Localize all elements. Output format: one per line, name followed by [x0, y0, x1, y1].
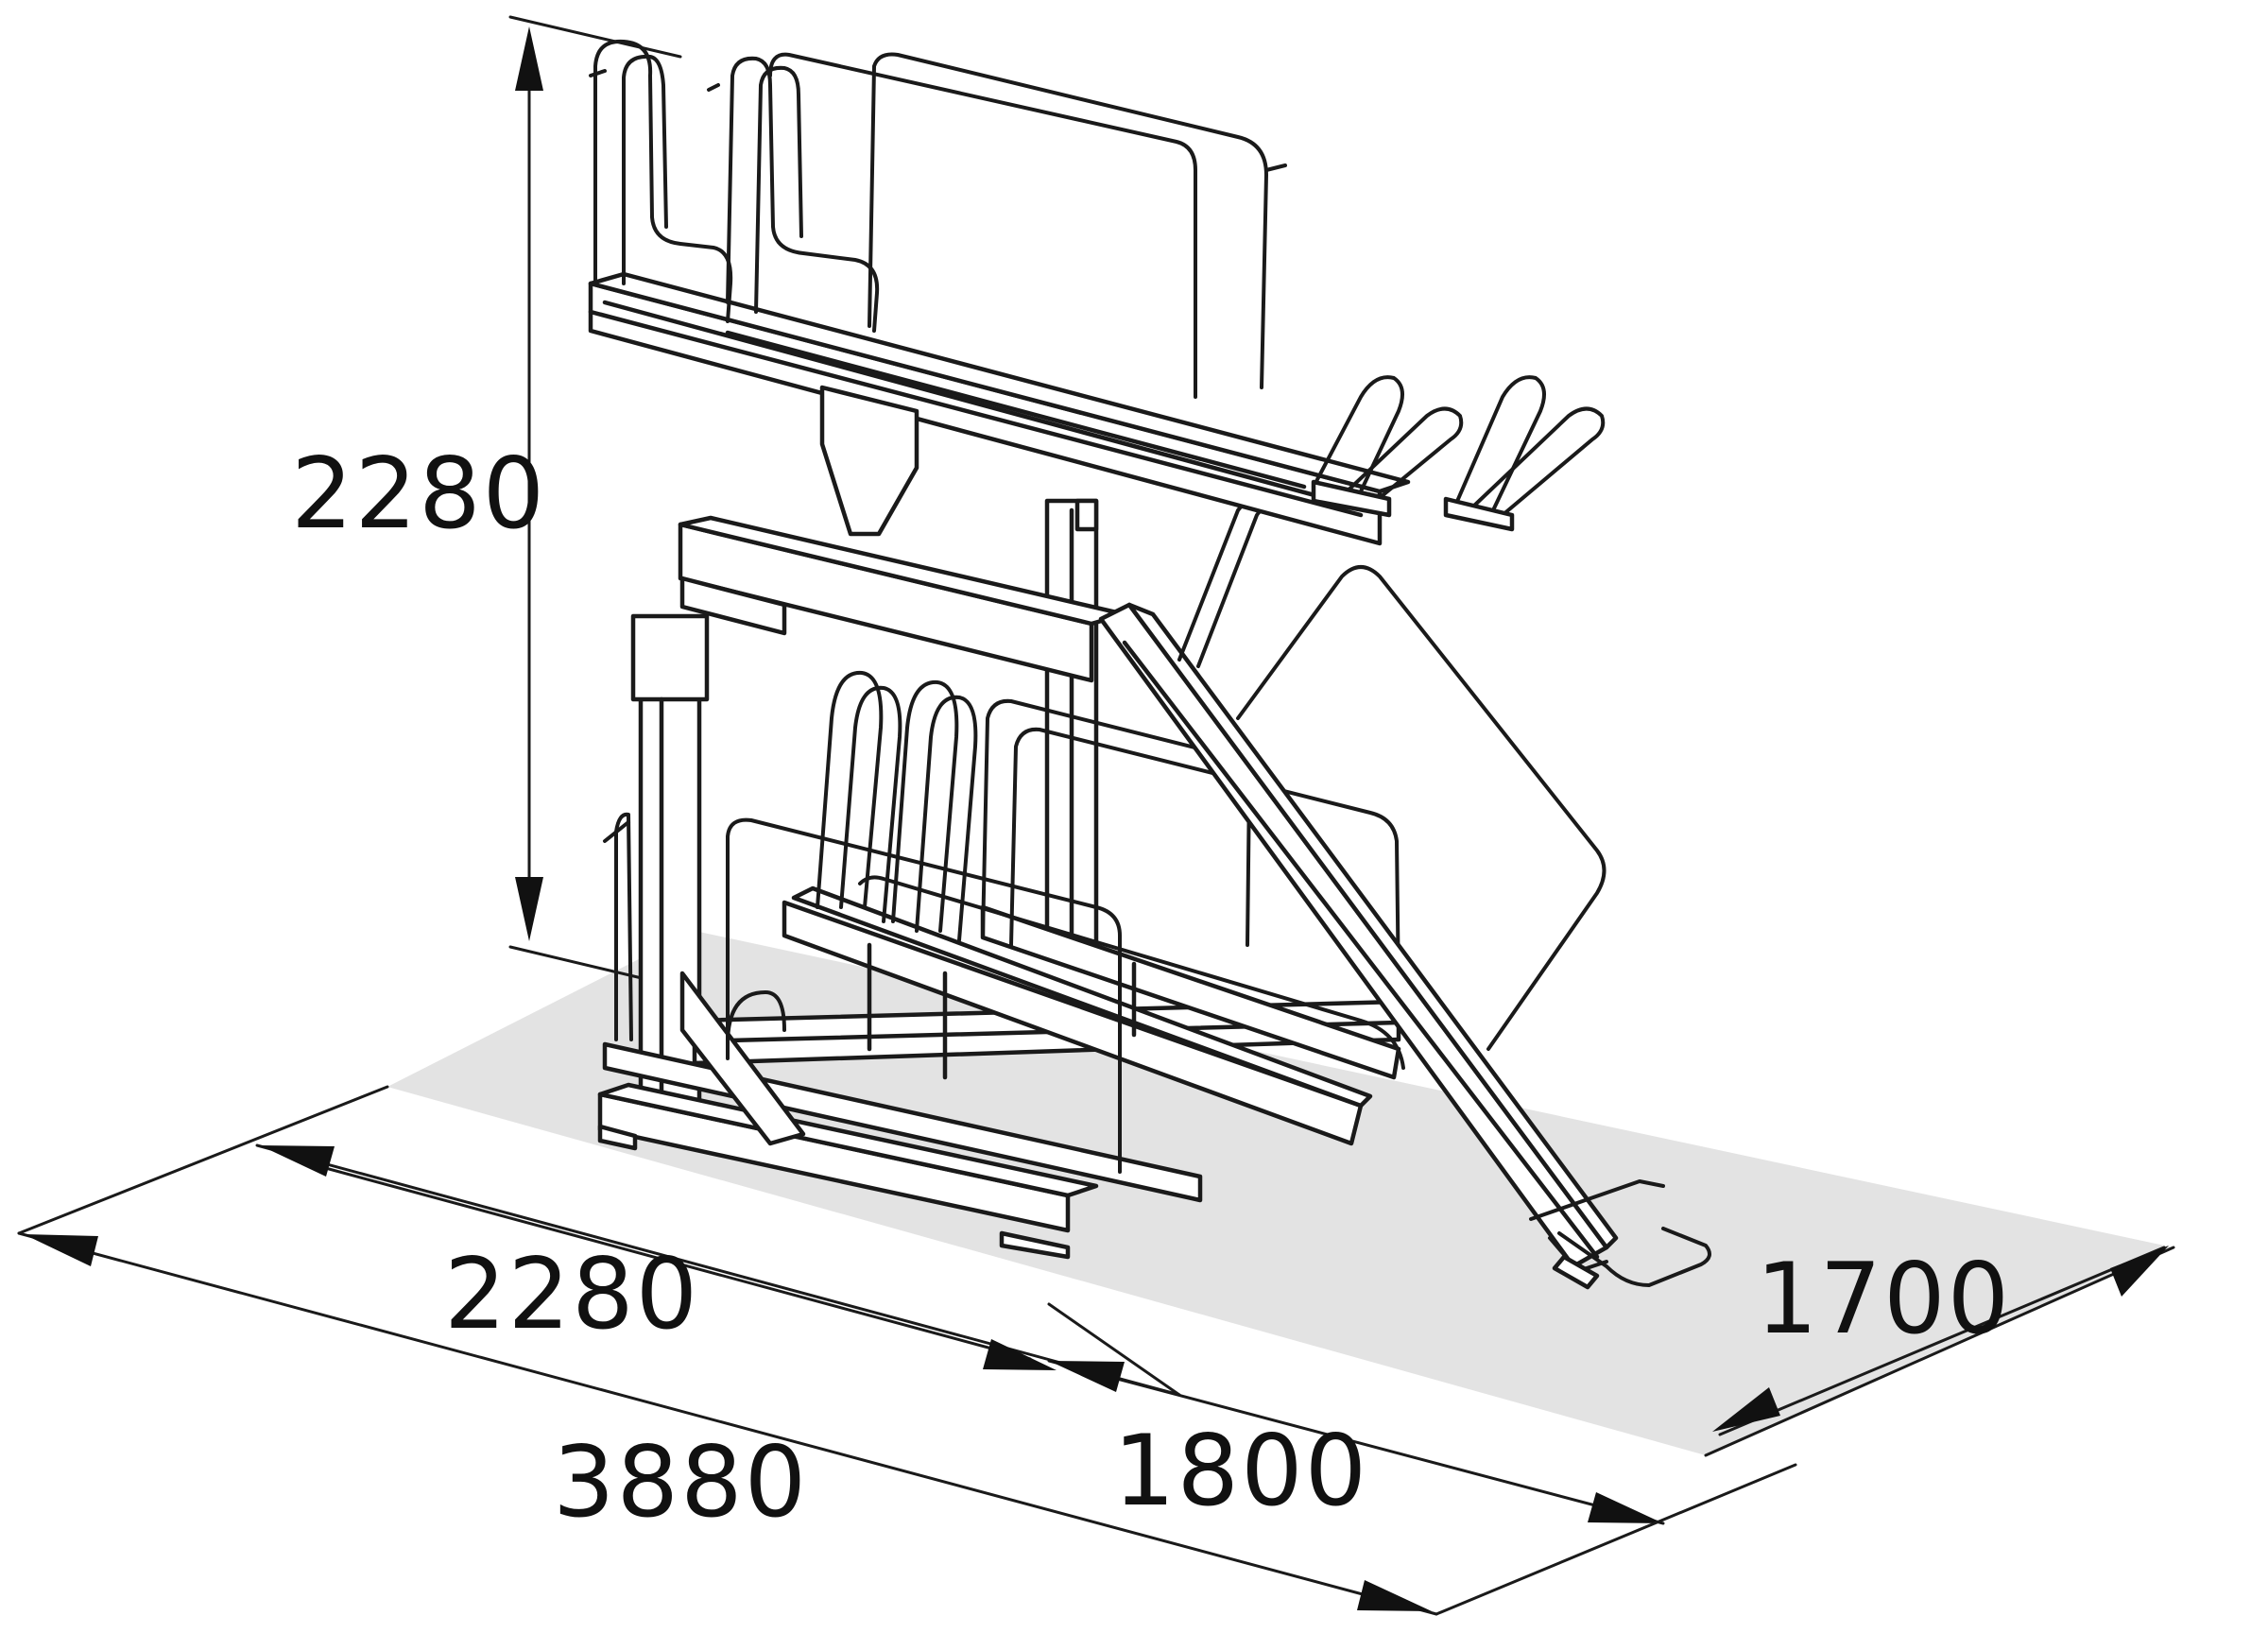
lower-left-tray: [602, 971, 1203, 1203]
lower-left-hoops: [603, 812, 633, 1041]
depth-ext-arrow-right: [1588, 1492, 1663, 1523]
depth-front-label: 2280: [444, 1238, 699, 1351]
dimension-total-length: 3880: [17, 1085, 1797, 1616]
total-length-label: 3880: [553, 1426, 808, 1539]
height-label: 2280: [291, 438, 546, 551]
dimension-depth-extension: 1800: [1047, 1359, 1665, 1528]
depth-front-arrow-right: [983, 1339, 1057, 1370]
total-arrow-left: [24, 1234, 98, 1266]
total-arrow-right: [1357, 1580, 1432, 1611]
upper-bike-hoops: [589, 39, 1287, 399]
dimension-height: 2280: [291, 15, 682, 985]
upper-cross-beam: [678, 515, 1127, 683]
upper-platform: [588, 271, 1411, 546]
height-arrow-top: [515, 26, 543, 91]
depth-extension-label: 1800: [1113, 1415, 1368, 1528]
dimension-width: 1700: [1704, 1243, 2175, 1457]
depth-ext-arrow-left: [1049, 1361, 1125, 1392]
height-arrow-bottom: [515, 877, 543, 941]
width-arrow-right: [2110, 1246, 2169, 1297]
center-column: [1044, 498, 1099, 955]
lower-bike-hoops: [726, 670, 1405, 1174]
upper-platform-rails: [588, 309, 1364, 518]
width-label: 1700: [1756, 1243, 2011, 1356]
depth-front-arrow-left: [260, 1145, 335, 1177]
upper-right-wheel-stops: [1311, 375, 1606, 532]
lower-sliding-tray-front: [782, 885, 1373, 1146]
floor-shadow: [387, 931, 2174, 1455]
diagonal-ramp: [1098, 602, 1711, 1290]
dimension-depth-front: 2280: [255, 1143, 1181, 1397]
lower-front-beam: [597, 1082, 1099, 1260]
width-arrow-left: [1712, 1387, 1780, 1432]
